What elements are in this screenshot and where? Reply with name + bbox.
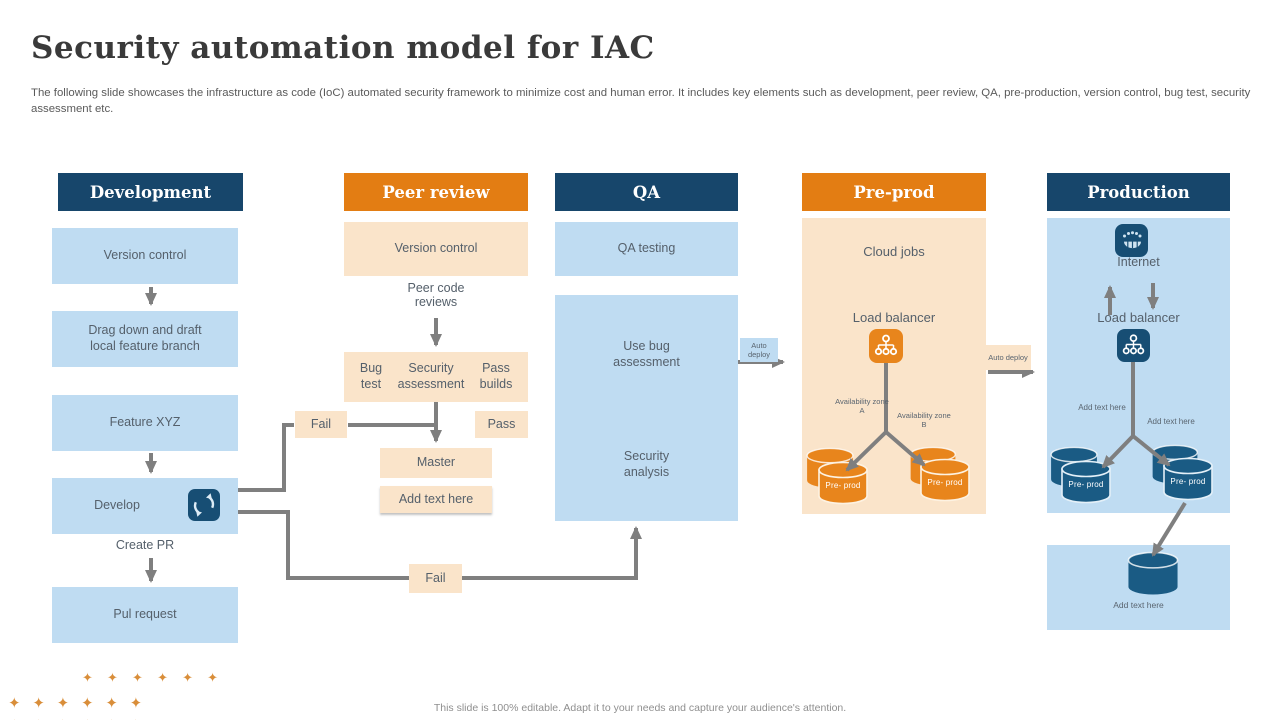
internet-label: Internet bbox=[1117, 255, 1160, 269]
header-production: Production bbox=[1047, 173, 1230, 211]
pass-badge: Pass bbox=[475, 411, 528, 438]
auto-deploy-badge-qa: Auto deploy bbox=[740, 338, 778, 362]
sparkle-row-2: ✦ ✦ ✦ ✦ ✦ ✦ bbox=[8, 694, 146, 712]
auto-deploy-badge-preprod: Auto deploy bbox=[985, 345, 1031, 370]
check-pass-builds: Pass builds bbox=[479, 361, 513, 391]
qa-panel bbox=[555, 295, 738, 521]
page-subtitle: The following slide showcases the infras… bbox=[31, 87, 1251, 115]
dev-box-drag-branch-label: Drag down and draft local feature branch bbox=[88, 323, 202, 353]
database-cylinder-preprod-front-left: Pre- prod bbox=[817, 461, 869, 505]
internet-icon bbox=[1115, 224, 1148, 257]
availability-zone-a-label: Availability zone A bbox=[835, 397, 889, 415]
dev-box-drag-branch: Drag down and draft local feature branch bbox=[52, 311, 238, 367]
peer-code-reviews-text: Peer code reviews bbox=[407, 281, 465, 309]
header-pre-prod: Pre-prod bbox=[802, 173, 986, 211]
dev-box-feature-xyz: Feature XYZ bbox=[52, 395, 238, 451]
master-box: Master bbox=[380, 448, 492, 478]
load-balancer-label-preprod: Load balancer bbox=[852, 310, 936, 325]
database-cylinder-preprod-front-right: Pre- prod bbox=[919, 458, 971, 502]
check-bug-test: Bug test bbox=[359, 361, 383, 391]
sparkle-row-3: ✦ ✦ ✦ ✦ ✦ ✦ bbox=[8, 716, 146, 720]
database-cylinder-prod-front-right: Pre- prod bbox=[1162, 457, 1214, 501]
sparkle-row-1: ✦ ✦ ✦ ✦ ✦ ✦ bbox=[82, 671, 224, 686]
add-text-label-left: Add text here bbox=[1078, 403, 1126, 412]
database-label: Pre- prod bbox=[1170, 476, 1206, 486]
add-text-box: Add text here bbox=[380, 486, 492, 513]
peer-box-version-control: Version control bbox=[344, 222, 528, 276]
header-peer-review: Peer review bbox=[344, 173, 528, 211]
qa-security-analysis-text: Security analysis bbox=[623, 449, 670, 480]
qa-use-bug-assessment-text: Use bug assessment bbox=[613, 339, 680, 370]
load-balancer-icon-preprod bbox=[869, 329, 903, 363]
cloud-jobs-label: Cloud jobs bbox=[863, 244, 925, 259]
fail-badge-bottom: Fail bbox=[409, 564, 462, 593]
add-text-label-right: Add text here bbox=[1147, 417, 1195, 426]
dev-box-pull-request: Pul request bbox=[52, 587, 238, 643]
add-text-label-bottom: Add text here bbox=[1113, 600, 1164, 610]
header-development: Development bbox=[58, 173, 243, 211]
database-label: Pre- prod bbox=[825, 480, 861, 490]
database-label: Pre- prod bbox=[927, 477, 963, 487]
check-security-assessment: Security assessment bbox=[397, 361, 465, 391]
dev-box-version-control: Version control bbox=[52, 228, 238, 284]
database-cylinder-prod-front-left: Pre- prod bbox=[1060, 460, 1112, 504]
database-cylinder-bottom bbox=[1126, 551, 1180, 596]
qa-box-testing: QA testing bbox=[555, 222, 738, 276]
peer-code-reviews-label: Peer code reviews bbox=[344, 281, 528, 309]
load-balancer-label-production: Load balancer bbox=[1097, 310, 1180, 325]
footer-note: This slide is 100% editable. Adapt it to… bbox=[433, 702, 847, 714]
qa-use-bug-assessment-label: Use bug assessment bbox=[555, 338, 738, 371]
sync-icon bbox=[188, 489, 220, 521]
dev-create-pr-label: Create PR bbox=[115, 538, 175, 552]
header-qa: QA bbox=[555, 173, 738, 211]
dev-box-develop-label: Develop bbox=[94, 498, 140, 513]
qa-security-analysis-label: Security analysis bbox=[555, 448, 738, 481]
peer-box-checks: Bug test Security assessment Pass builds bbox=[344, 352, 528, 402]
page-title: Security automation model for IAC bbox=[31, 30, 655, 66]
availability-zone-b-label: Availability zone B bbox=[897, 411, 951, 429]
database-label: Pre- prod bbox=[1068, 479, 1104, 489]
load-balancer-icon-production bbox=[1117, 329, 1150, 362]
fail-badge-top: Fail bbox=[295, 411, 347, 438]
